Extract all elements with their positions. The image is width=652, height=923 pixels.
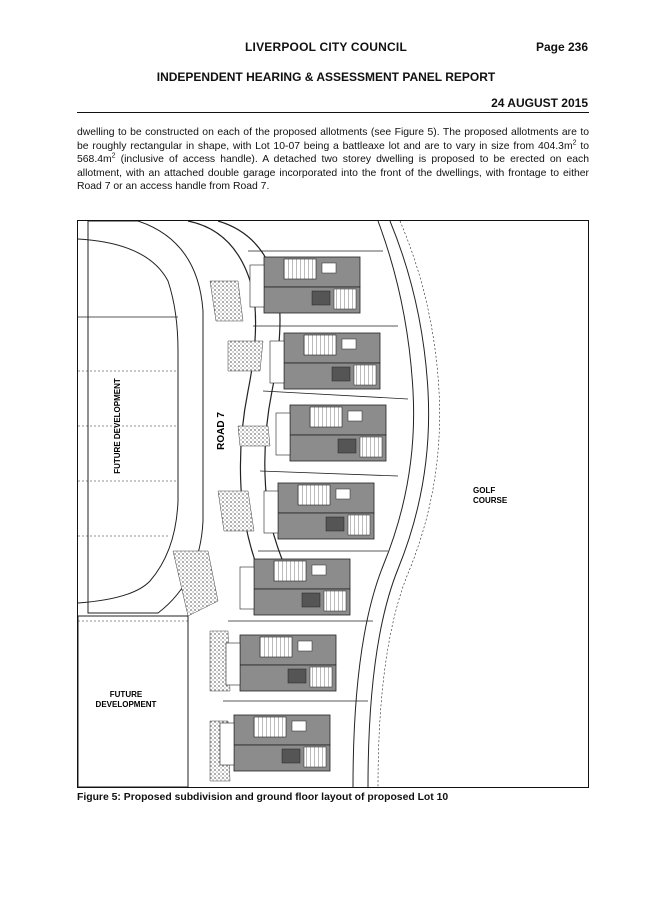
road-7-label: ROAD 7 [216,412,227,450]
superscript-2: 2 [111,152,116,160]
dwelling-lot-2 [269,332,381,390]
superscript-1: 2 [572,139,577,147]
council-name: LIVERPOOL CITY COUNCIL [245,40,407,54]
figure-caption: Figure 5: Proposed subdivision and groun… [77,792,449,803]
report-date: 24 AUGUST 2015 [491,96,588,110]
dwelling-lot-4 [263,482,375,540]
report-title: INDEPENDENT HEARING & ASSESSMENT PANEL R… [156,70,496,84]
dwelling-lot-1 [249,256,361,314]
dwelling-lot-7 [219,714,331,772]
golf-course-label-line-2: COURSE [473,496,508,505]
dwelling-lot-6 [225,634,337,692]
body-text-part-2: to 568.4m [77,140,589,166]
golf-course-label-line-1: GOLF [473,486,495,495]
page-number: Page 236 [535,40,588,54]
subdivision-plan-figure: FUTURE DEVELOPMENT ROAD 7 FUTURE DEVELOP… [77,220,589,788]
header-rule [77,112,589,113]
body-text-part-3: (inclusive of access handle). A detached… [77,154,589,193]
future-development-label-line-2: DEVELOPMENT [96,700,157,709]
subdivision-plan-drawing: FUTURE DEVELOPMENT ROAD 7 FUTURE DEVELOP… [78,221,508,787]
future-development-label-vertical: FUTURE DEVELOPMENT [113,378,122,474]
dwelling-lot-5 [239,558,351,616]
body-text-part-1: dwelling to be constructed on each of th… [77,127,589,152]
body-paragraph: dwelling to be constructed on each of th… [77,126,589,194]
dwelling-lot-3 [275,404,387,462]
future-development-label-line-1: FUTURE [110,690,143,699]
